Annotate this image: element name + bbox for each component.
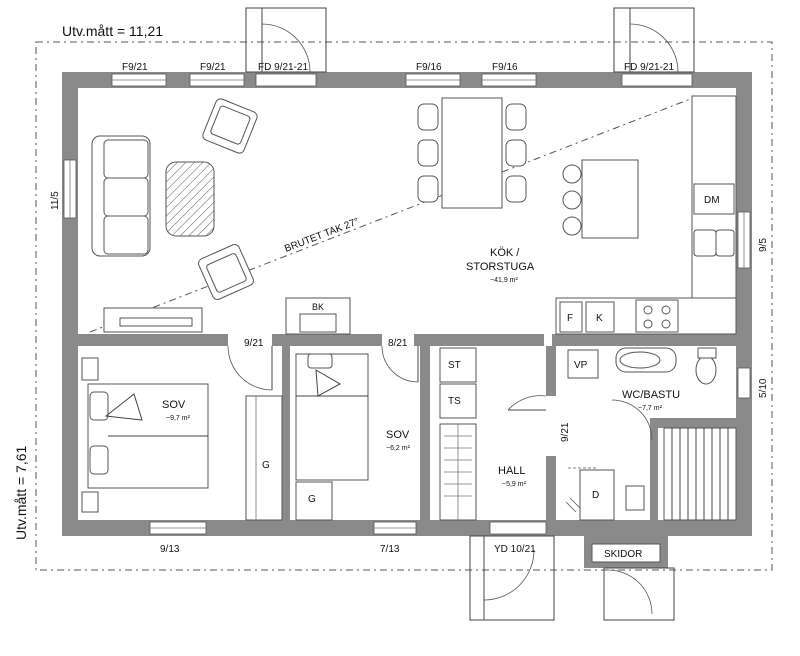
roof-break-line <box>89 95 699 333</box>
opening-label-right-upper: 9/5 <box>758 238 769 252</box>
room-kok-name-2: STORSTUGA <box>466 261 535 273</box>
fixture-f: F <box>567 313 573 324</box>
room-wc-name: WC/BASTU <box>622 389 680 401</box>
width-dimension-label: Utv.mått = 11,21 <box>62 23 163 39</box>
room-kok-area: ~41,9 m² <box>490 277 518 284</box>
room-sov1-name: SOV <box>162 399 186 411</box>
fixture-g2: G <box>308 494 316 505</box>
fixture-k: K <box>596 313 603 324</box>
fixture-vp: VP <box>574 360 588 371</box>
roof-label: BRUTET TAK 27° <box>283 216 361 255</box>
door-label-sov1: 9/21 <box>244 338 264 349</box>
side-openings <box>63 159 751 399</box>
opening-label-left: 11/5 <box>50 191 61 210</box>
opening-label-bottom-left: 9/13 <box>160 544 180 555</box>
fixture-ts: TS <box>448 396 461 407</box>
room-kok-name-1: KÖK / <box>490 247 520 259</box>
room-hall-name: HALL <box>498 465 526 477</box>
fixture-d: D <box>592 490 599 501</box>
door-label-sov2: 8/21 <box>388 338 408 349</box>
bottom-openings <box>149 521 675 621</box>
sov1-furniture <box>81 345 283 521</box>
outer-dimension-outline <box>35 41 773 571</box>
fixture-skidor: SKIDOR <box>604 549 642 560</box>
door-label-hall: 9/21 <box>560 422 571 442</box>
wc-furniture <box>565 347 737 521</box>
fixture-st: ST <box>448 360 461 371</box>
opening-label-top-6: FD 9/21-21 <box>624 62 674 73</box>
opening-label-top-2: F9/21 <box>200 62 226 73</box>
interior-walls <box>78 334 736 568</box>
opening-label-top-4: F9/16 <box>416 62 442 73</box>
opening-label-top-1: F9/21 <box>122 62 148 73</box>
fixture-g1: G <box>262 460 270 471</box>
sov2-furniture <box>295 345 419 521</box>
room-sov2-name: SOV <box>386 429 410 441</box>
opening-label-bottom-mid: 7/13 <box>380 544 400 555</box>
hall-furniture <box>439 347 547 521</box>
opening-label-right-lower: 5/10 <box>758 378 769 398</box>
room-sov1-area: ~9,7 m² <box>166 415 191 422</box>
top-openings <box>111 7 695 87</box>
fixture-bk: BK <box>312 302 324 312</box>
opening-label-top-3: FD 9/21-21 <box>258 62 308 73</box>
height-dimension-label: Utv.mått = 7,61 <box>13 446 29 540</box>
living-furniture <box>91 95 737 335</box>
room-hall-area: ~5,9 m² <box>502 481 527 488</box>
room-sov2-area: ~6,2 m² <box>386 445 411 452</box>
fixture-dm: DM <box>704 195 720 206</box>
opening-label-top-5: F9/16 <box>492 62 518 73</box>
opening-label-bottom-entry: YD 10/21 <box>494 544 536 555</box>
room-wc-area: ~7,7 m² <box>638 405 663 412</box>
